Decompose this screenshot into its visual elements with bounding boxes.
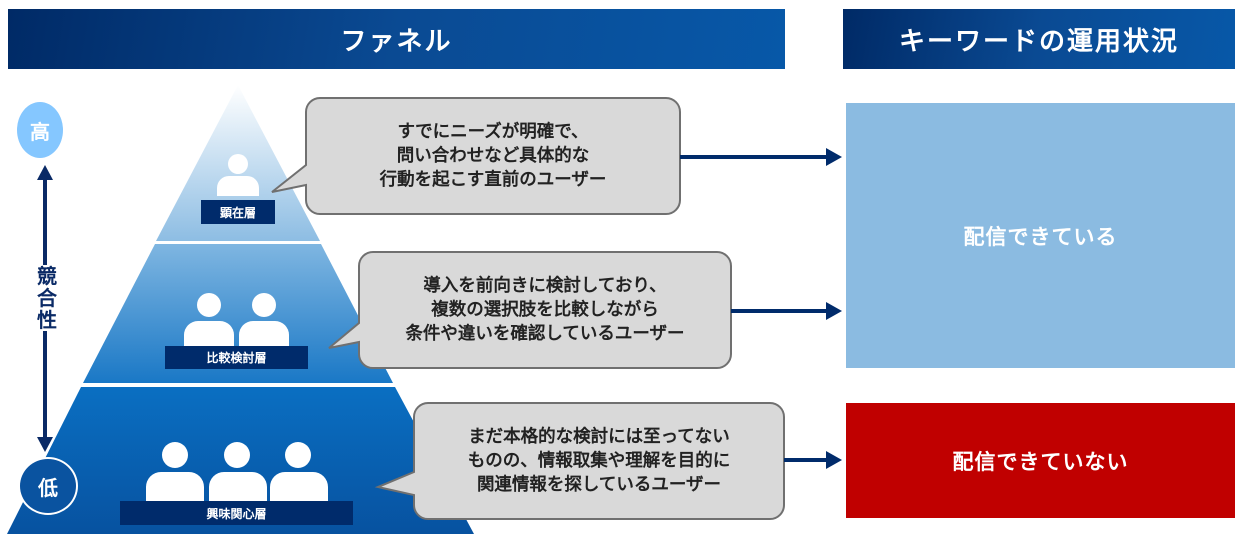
speech-bubble	[271, 97, 681, 215]
funnel-layer-middle	[83, 244, 393, 383]
status-delivered-label: 配信できている	[963, 224, 1118, 249]
arrow-to-delivered	[731, 302, 842, 320]
status-not-delivered-label: 配信できていない	[952, 449, 1129, 474]
bubble-text-comparison: 導入を前向きに検討しており、 複数の選択肢を比較しながら 条件や違いを確認してい…	[405, 276, 685, 344]
person-icon	[184, 293, 234, 347]
bubble-text-aware: すでにニーズが明確で、 問い合わせなど具体的な 行動を起こす直前のユーザー	[379, 122, 607, 190]
arrow-to-not-delivered	[784, 451, 842, 469]
keyword-status-header-title: キーワードの運用状況	[898, 26, 1179, 57]
person-icon	[146, 442, 204, 502]
competition-axis-label: 競 合 性	[32, 265, 62, 331]
person-icon	[270, 442, 328, 502]
arrow-to-delivered	[680, 148, 842, 166]
layer-label-interest: 興味関心層	[120, 501, 353, 525]
status-not-delivered: 配信できていない	[846, 403, 1235, 518]
speech-bubble	[374, 402, 785, 520]
layer-label-comparison: 比較検討層	[165, 346, 308, 369]
layer-label-aware: 顕在層	[201, 200, 275, 224]
bubble-text-interest: まだ本格的な検討には至ってない ものの、情報取集や理解を目的に 関連情報を探して…	[467, 427, 731, 495]
keyword-status-header: キーワードの運用状況	[843, 9, 1235, 69]
person-icon	[217, 154, 259, 196]
high-indicator: 高	[17, 102, 63, 158]
funnel-header-title: ファネル	[340, 26, 453, 57]
speech-bubble	[328, 251, 732, 369]
high-label: 高	[30, 119, 50, 144]
person-icon	[209, 442, 267, 502]
low-label: 低	[38, 475, 58, 500]
funnel-header: ファネル	[8, 9, 785, 69]
status-delivered: 配信できている	[846, 103, 1235, 368]
person-icon	[239, 293, 289, 347]
low-indicator: 低	[18, 457, 78, 515]
